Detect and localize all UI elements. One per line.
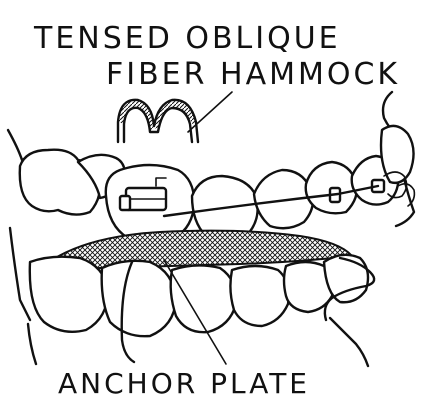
label-fiber-hammock: FIBER HAMMOCK [106, 57, 400, 92]
lower-molar-1 [30, 257, 108, 332]
upper-jaw [8, 92, 414, 243]
label-tensed-oblique: TENSED OBLIQUE [33, 21, 341, 56]
lower-molar-2 [102, 261, 176, 336]
lower-premolar-2 [230, 266, 288, 326]
hammock-leader-line [188, 92, 232, 132]
hammock-inset-icon [118, 100, 198, 142]
lower-premolar-1 [171, 265, 237, 332]
label-anchor-plate: ANCHOR PLATE [58, 367, 310, 400]
